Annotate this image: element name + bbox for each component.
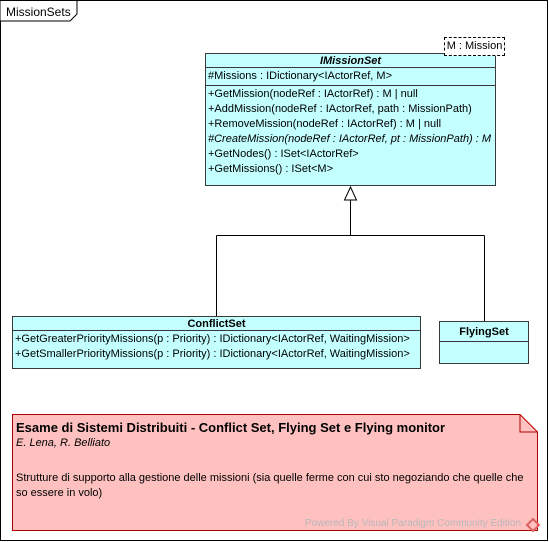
operation-getsmallerprioritymissions: +GetSmallerPriorityMissions(p : Priority…: [15, 348, 410, 360]
package-tab-shape: [0, 0, 78, 22]
class-imissionset-attributes: #Missions : IDictionary<IActorRef, M>: [206, 68, 495, 86]
watermark: Powered By Visual Paradigm Community Edi…: [305, 518, 522, 529]
attribute-missions: #Missions : IDictionary<IActorRef, M>: [208, 70, 393, 82]
operation-addmission: +AddMission(nodeRef : IActorRef, path : …: [208, 103, 472, 115]
operation-getgreaterprioritymissions: +GetGreaterPriorityMissions(p : Priority…: [15, 333, 410, 345]
note-authors: E. Lena, R. Belliato: [16, 437, 111, 449]
operation-getmission: +GetMission(nodeRef : IActorRef) : M | n…: [208, 88, 418, 100]
class-conflictset-name: ConflictSet: [13, 317, 420, 331]
template-parameter: M : Mission: [444, 37, 505, 56]
note-title: Esame di Sistemi Distribuiti - Conflict …: [16, 420, 446, 435]
class-imissionset-operations: +GetMission(nodeRef : IActorRef) : M | n…: [206, 86, 495, 178]
class-conflictset[interactable]: ConflictSet +GetGreaterPriorityMissions(…: [12, 316, 421, 369]
operation-getmissions: +GetMissions() : ISet<M>: [208, 163, 334, 175]
visual-paradigm-logo-icon: [525, 517, 541, 533]
operation-getnodes: +GetNodes() : ISet<IActorRef>: [208, 148, 359, 160]
class-imissionset-name: IMissionSet: [206, 54, 495, 68]
class-imissionset[interactable]: IMissionSet #Missions : IDictionary<IAct…: [205, 53, 496, 186]
operation-createmission: #CreateMission(nodeRef : IActorRef, pt :…: [208, 133, 492, 145]
package-name: MissionSets: [6, 5, 71, 19]
operation-removemission: +RemoveMission(nodeRef : IActorRef) : M …: [208, 118, 442, 130]
note-fold: [519, 414, 538, 433]
generalization-arrowhead: [343, 185, 358, 201]
note-shape: [12, 414, 538, 531]
class-flyingset-name: FlyingSet: [440, 322, 528, 342]
class-conflictset-operations: +GetGreaterPriorityMissions(p : Priority…: [13, 331, 420, 363]
note-body: Strutture di supporto alla gestione dell…: [16, 472, 524, 499]
class-flyingset[interactable]: FlyingSet: [439, 321, 529, 364]
